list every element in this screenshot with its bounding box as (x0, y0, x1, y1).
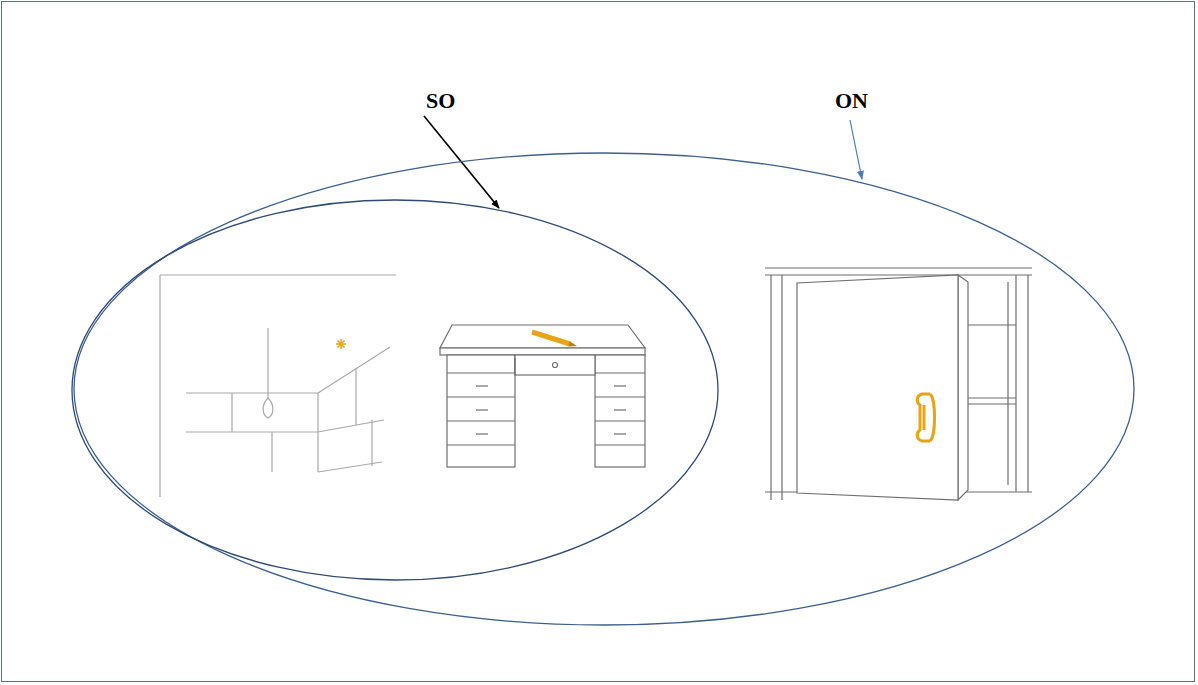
ellipse-outline (74, 153, 1134, 625)
leader-arrow (424, 116, 499, 208)
region-label: ON (835, 89, 868, 113)
desk (440, 325, 645, 467)
door-handle (917, 394, 934, 441)
ellipse-region: SOON (74, 153, 1134, 625)
pencil (532, 332, 577, 347)
wall-sketch (160, 275, 396, 497)
ellipse-outline (72, 200, 718, 580)
leader-arrow (850, 120, 862, 179)
ellipse-outline (72, 200, 718, 580)
region-label: SO (426, 89, 455, 113)
ellipse-outline (74, 153, 1134, 625)
ellipse-region: SO (72, 200, 718, 580)
door (765, 268, 1032, 500)
spark (336, 339, 346, 349)
